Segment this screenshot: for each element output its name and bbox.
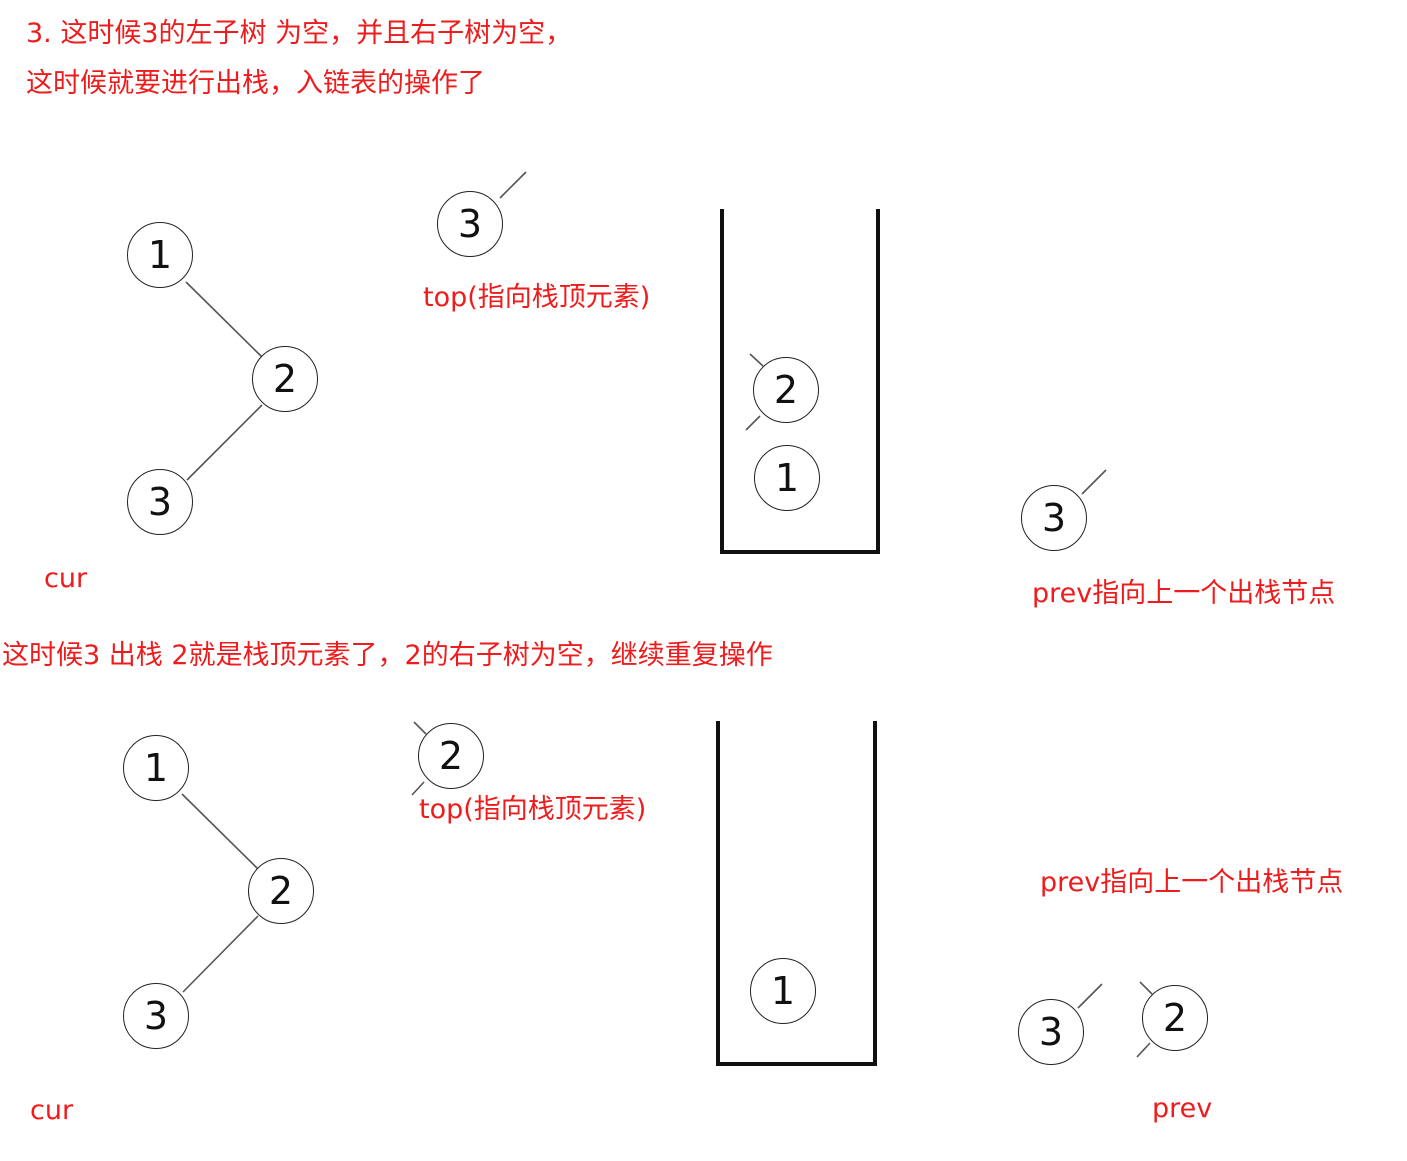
cur-label-2: cur (30, 1095, 74, 1126)
prev-label-2: prev指向上一个出栈节点 (1040, 867, 1344, 898)
tree1-node-root: 1 (127, 222, 193, 288)
heading-line-1: 3. 这时候3的左子树 为空，并且右子树为空， (26, 18, 573, 49)
top-node-2: 2 (418, 723, 484, 789)
tree2-node-mid: 2 (248, 858, 314, 924)
prev-label-1: prev指向上一个出栈节点 (1032, 578, 1336, 609)
top-node-1: 3 (437, 191, 503, 257)
stack-2 (716, 721, 877, 1066)
heading-section-2: 这时候3 出栈 2就是栈顶元素了，2的右子树为空，继续重复操作 (2, 640, 773, 671)
list-node-2: 2 (1142, 985, 1208, 1051)
top-label-2: top(指向栈顶元素) (419, 794, 647, 825)
stack1-item-top: 2 (753, 357, 819, 423)
tree2-node-root: 1 (123, 735, 189, 801)
stack-1 (720, 209, 880, 554)
tree2-node-leaf: 3 (123, 983, 189, 1049)
stack2-item-bottom: 1 (750, 958, 816, 1024)
tree1-node-leaf: 3 (127, 469, 193, 535)
prev-bottom-label: prev (1152, 1093, 1213, 1124)
heading-line-2: 这时候就要进行出栈，入链表的操作了 (26, 68, 485, 99)
prev-node-1: 3 (1021, 485, 1087, 551)
list-node-1: 3 (1018, 999, 1084, 1065)
cur-label-1: cur (44, 563, 88, 594)
top-label-1: top(指向栈顶元素) (423, 282, 651, 313)
stack1-item-bottom: 1 (754, 445, 820, 511)
tree1-node-mid: 2 (252, 346, 318, 412)
